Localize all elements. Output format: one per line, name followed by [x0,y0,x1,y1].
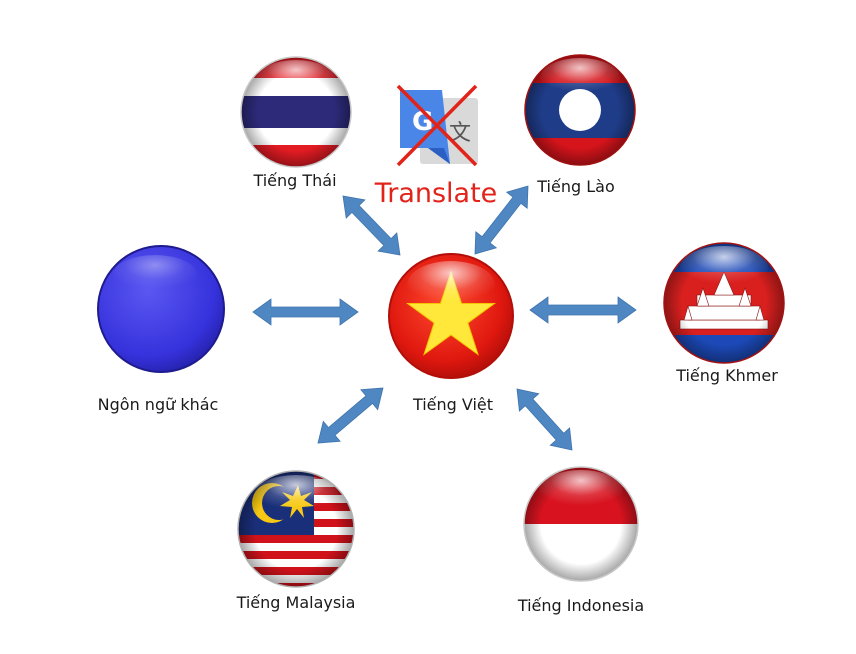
vietnam-flag [388,253,514,379]
arrow-center-indonesia [516,388,573,451]
translate-label: Translate [374,178,498,209]
label-malaysia: Tiếng Malaysia [236,593,356,612]
svg-text:文: 文 [449,121,471,146]
arrow-center-malaysia [317,387,384,444]
blue-circle [97,245,225,373]
label-center: Tiếng Việt [412,395,493,414]
malaysia-flag [237,470,355,588]
google-translate-icon: G 文 [400,90,478,164]
arrow-center-other [252,298,359,326]
indonesia-flag [523,466,639,582]
arrow-center-khmer [529,296,637,324]
arrow-center-lao [474,185,529,255]
label-lao: Tiếng Lào [536,177,614,196]
label-other: Ngôn ngữ khác [98,395,219,414]
cambodia-flag [663,242,785,364]
label-khmer: Tiếng Khmer [675,366,778,385]
cross-out-mark [396,84,478,167]
arrow-center-thai [342,195,401,256]
connector-arrows [252,185,637,451]
laos-flag [524,54,636,166]
label-indonesia: Tiếng Indonesia [517,596,644,615]
thailand-flag [240,56,352,168]
label-thai: Tiếng Thái [252,171,336,190]
